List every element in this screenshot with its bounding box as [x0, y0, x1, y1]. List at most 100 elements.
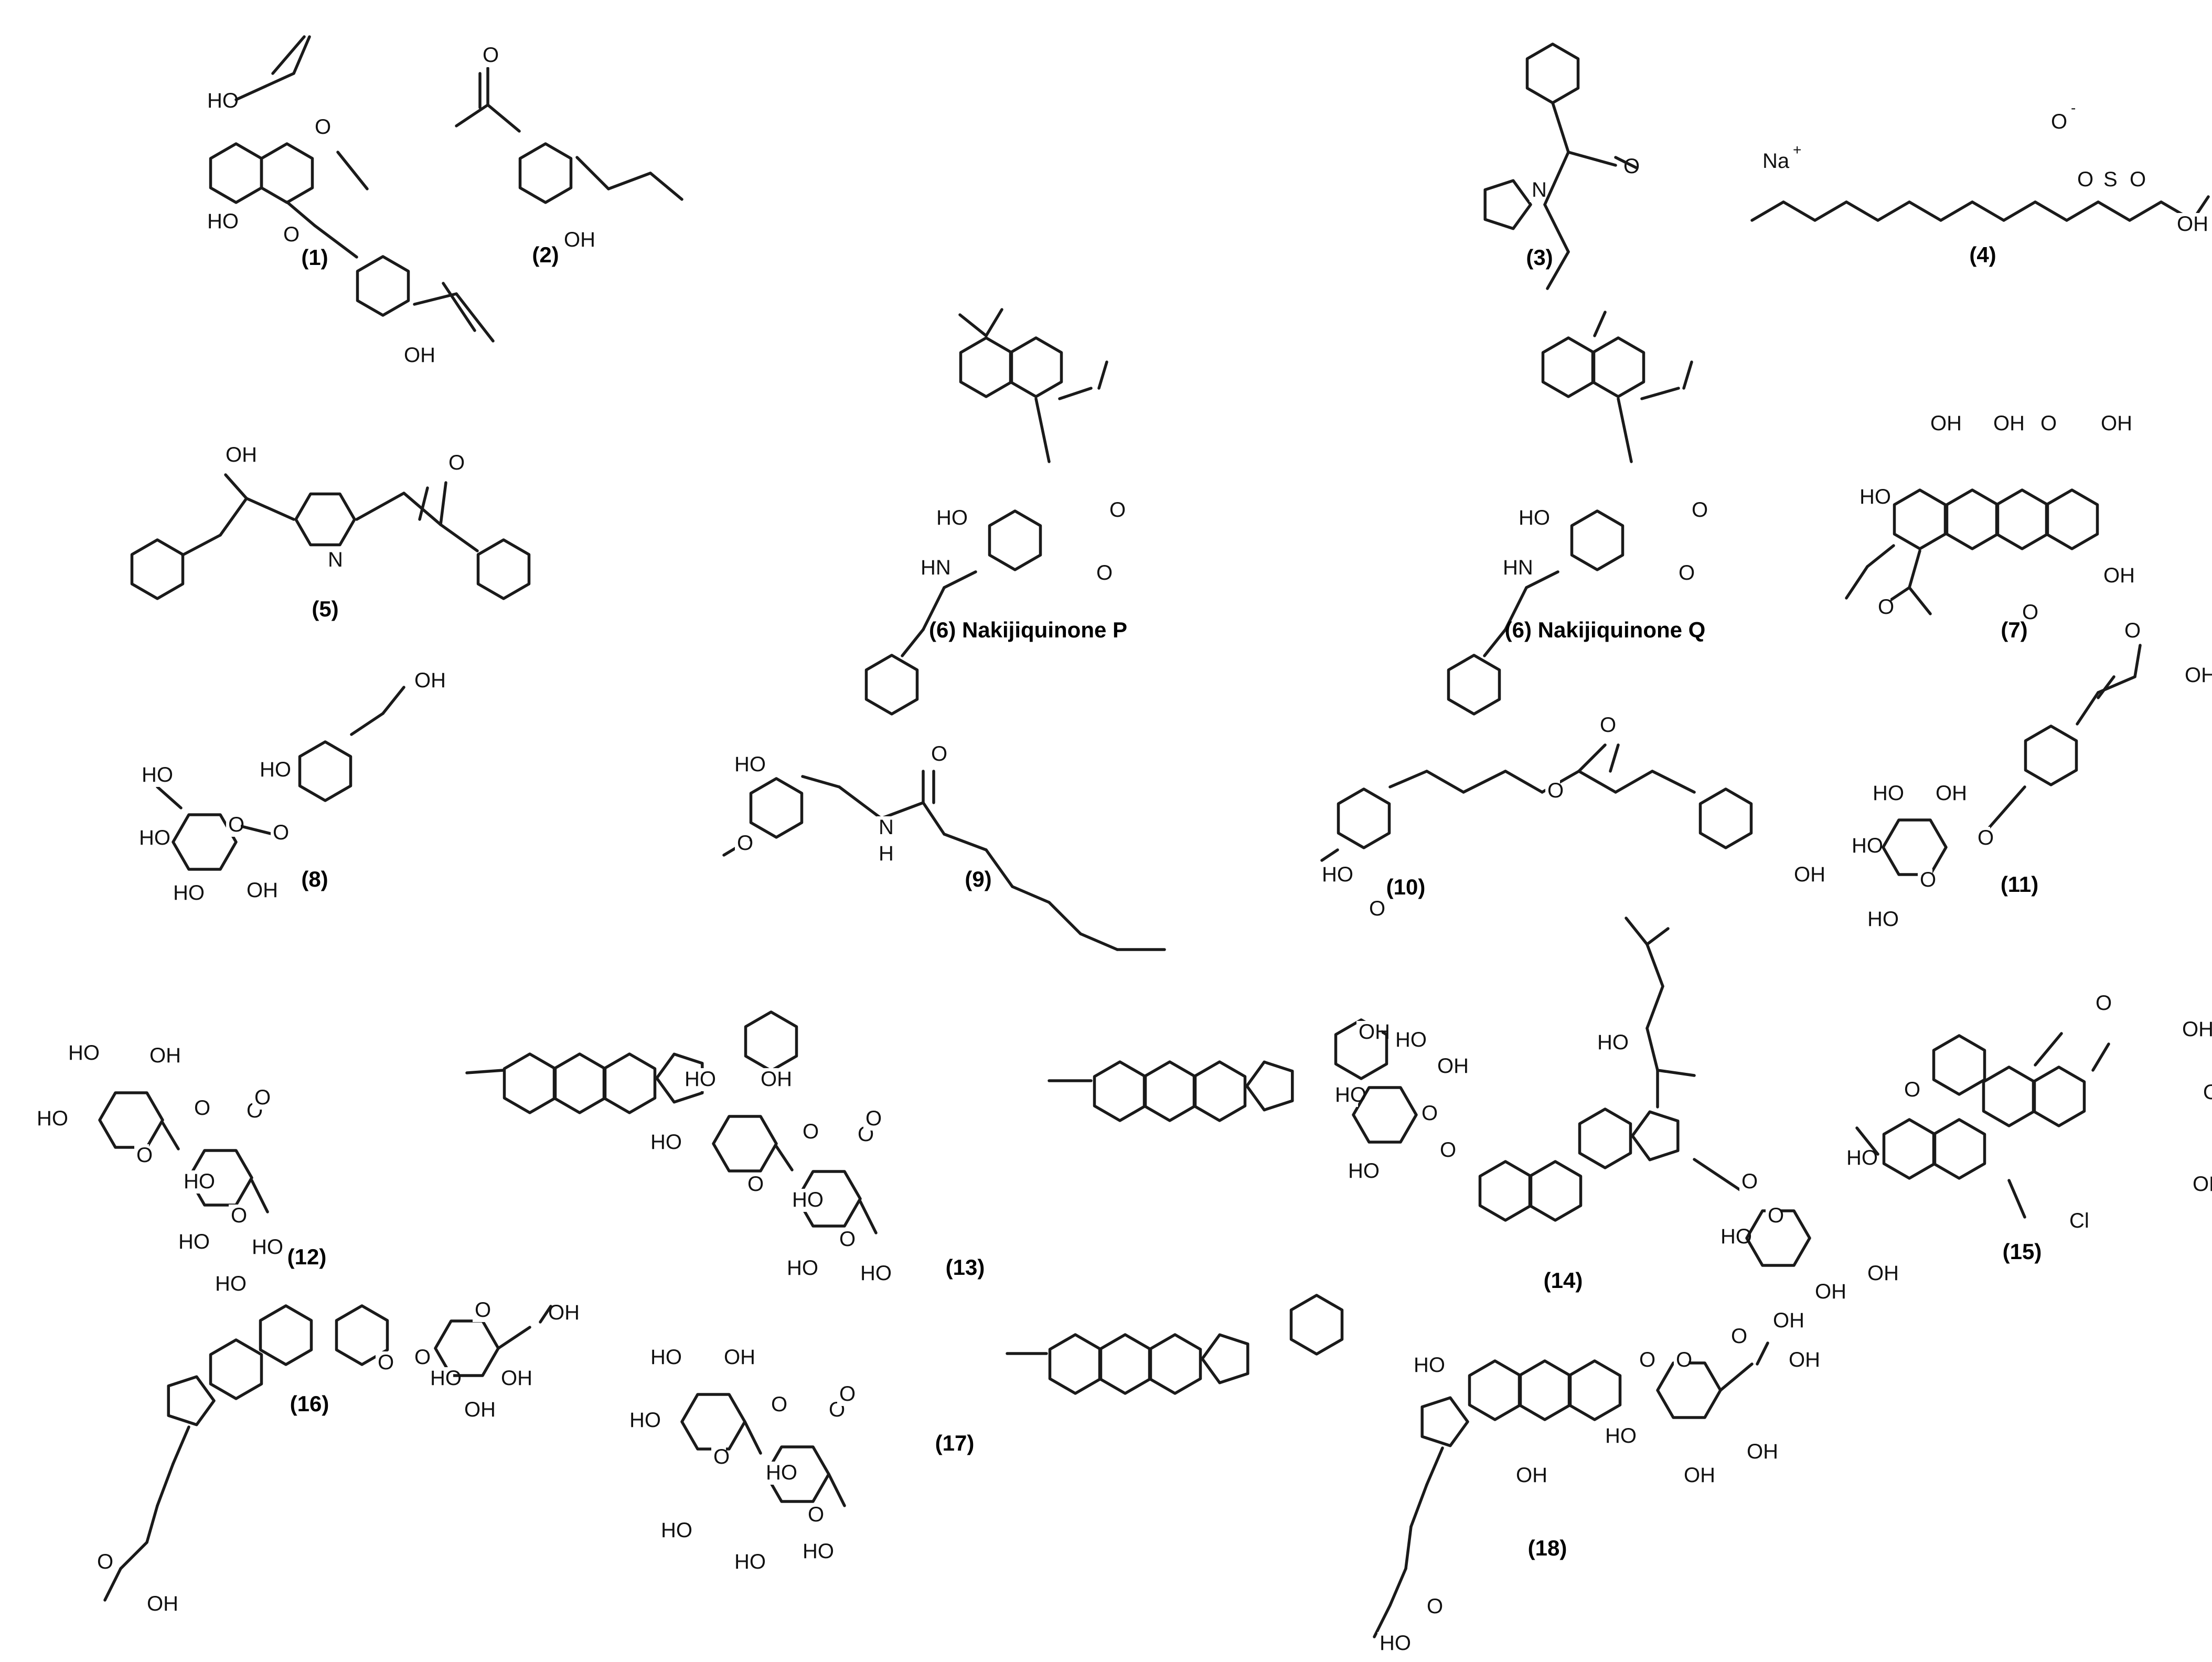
atom-mask-c2-0 [480, 44, 495, 67]
atom-label-c7-4: HO [1860, 485, 1891, 508]
bond-c5-0 [181, 534, 222, 557]
atom-mask-c17-0 [648, 1346, 674, 1369]
atom-mask-c9-0 [732, 753, 757, 776]
atom-label-c12-8: O [231, 1204, 247, 1227]
bond-c6q-3 [1525, 570, 1559, 589]
atom-mask-c8-5 [137, 827, 162, 850]
double-bond-accent-6 [1682, 360, 1693, 390]
ring-c11-0 [2024, 725, 2078, 786]
atom-label-c11-1: OH [2185, 664, 2212, 687]
atom-mask-c17-2 [627, 1409, 653, 1432]
atom-label-c17-3: O [771, 1393, 787, 1416]
bond-c18-3 [1388, 1567, 1407, 1607]
atom-mask-c18-4 [1787, 1349, 1812, 1372]
compound-label-c13: (13) [946, 1255, 985, 1280]
atom-label-c7-0: OH [1930, 412, 1962, 435]
double-bond-accent-10 [2091, 1042, 2110, 1072]
atom-label-c18-3: O [1731, 1325, 1747, 1348]
bond-c15-1 [1855, 1126, 1879, 1156]
bond-c13-1 [775, 1145, 794, 1171]
bond-c15-0 [2034, 1032, 2063, 1067]
atom-mask-c13-1 [758, 1068, 784, 1091]
ring-c14-3 [1631, 1110, 1680, 1162]
ring-c1-2 [356, 255, 410, 317]
atom-label-c7-7: O [1878, 595, 1894, 619]
bond-c18-1 [1409, 1483, 1428, 1528]
atom-label-c16-0: HO [215, 1272, 247, 1295]
atom-label-c14-4: O [1422, 1102, 1438, 1125]
atom-mask-c16-5 [428, 1367, 453, 1390]
atom-mask-c11-7 [1865, 908, 1890, 931]
atom-label-c10-4: OH [1794, 863, 1825, 886]
atom-label-c15-3: O [1904, 1078, 1920, 1101]
atom-label-c13-0: HO [685, 1068, 716, 1091]
atom-mask-c15-5 [2190, 1173, 2212, 1196]
atom-label-c6p-2: HN [921, 556, 951, 579]
atom-mask-c16-6 [499, 1367, 524, 1390]
atom-label-c4-1: + [1793, 142, 1801, 158]
atom-mask-c11-2 [1871, 782, 1896, 805]
atom-label-c17-4: O [713, 1445, 730, 1468]
double-bond-accent-4 [418, 486, 429, 521]
atom-mask-c7-5 [2020, 601, 2035, 624]
atom-mask-c4-5 [2101, 168, 2116, 191]
ring-c7-1 [1945, 488, 2000, 550]
ring-c13-0 [1093, 1060, 1147, 1122]
atom-mask-c6p-1 [1107, 499, 1122, 522]
ring-c6q-2 [1570, 509, 1625, 571]
atom-label-c14-9: HO [1348, 1159, 1380, 1182]
bond-c6p-4 [943, 570, 977, 589]
atom-label-c8-4: O [273, 821, 289, 844]
atom-label-c11-7: HO [1867, 908, 1899, 931]
atom-mask-c11-4 [1850, 835, 1875, 858]
bond-c1-4 [313, 224, 358, 259]
ring-c13-3 [1245, 1060, 1294, 1112]
atom-mask-c18-0 [1412, 1354, 1437, 1377]
atom-label-c15-1: OH [2182, 1018, 2212, 1041]
atom-label-c12-3: O [194, 1096, 210, 1120]
atom-mask-c14-8 [1766, 1205, 1780, 1228]
compound-label-c8: (8) [301, 867, 328, 891]
atom-mask-c18-10 [1425, 1595, 1439, 1618]
atom-mask-c16-1 [376, 1351, 390, 1375]
bond-c15-2 [2007, 1179, 2026, 1219]
ring-c7-2 [1995, 488, 2049, 550]
atom-mask-c2-1 [562, 229, 587, 252]
ring-c1-0 [209, 142, 263, 204]
bond-c3-3 [1543, 203, 1570, 253]
atom-mask-c14-5 [1438, 1139, 1452, 1162]
atom-mask-c1-1 [205, 210, 230, 233]
ring-c17-5 [680, 1393, 746, 1451]
atom-mask-c1-0 [205, 90, 230, 113]
atom-label-c6p-0: HO [936, 506, 968, 529]
bond-c10-6 [1577, 770, 1617, 794]
atom-mask-c14-7 [1739, 1170, 1754, 1194]
atom-mask-c14-10 [1718, 1226, 1744, 1249]
atom-label-c12-1: OH [149, 1044, 181, 1067]
bond-c14-4 [1625, 917, 1649, 946]
atom-label-c17-8: O [808, 1503, 824, 1526]
bond-c3-4 [1546, 250, 1570, 290]
bond-c14-1 [1645, 1027, 1659, 1072]
bond-c10-5 [1577, 743, 1607, 773]
bond-c4-0 [1750, 200, 1785, 222]
atom-label-c15-4: HO [1846, 1146, 1878, 1169]
atom-label-c11-2: HO [1873, 782, 1904, 805]
compound-label-c6q: (6) Nakijiquinone Q [1505, 617, 1706, 642]
atom-label-c14-3: HO [1335, 1083, 1366, 1106]
atom-label-c17-0: HO [650, 1346, 682, 1369]
atom-mask-c7-0 [1928, 412, 1953, 435]
bond-c2-1 [455, 103, 489, 127]
bond-c2-5 [649, 172, 683, 201]
bond-c18-0 [1425, 1446, 1444, 1486]
atom-label-c8-6: HO [173, 881, 205, 904]
atom-label-c14-0: OH [1359, 1020, 1390, 1043]
bond-c9-4 [943, 833, 988, 851]
atom-mask-c16-3 [473, 1299, 487, 1322]
bond-c6q-5 [1483, 628, 1507, 657]
ring-c15-1 [1932, 1118, 1986, 1180]
bond-c18-4 [1373, 1604, 1392, 1638]
